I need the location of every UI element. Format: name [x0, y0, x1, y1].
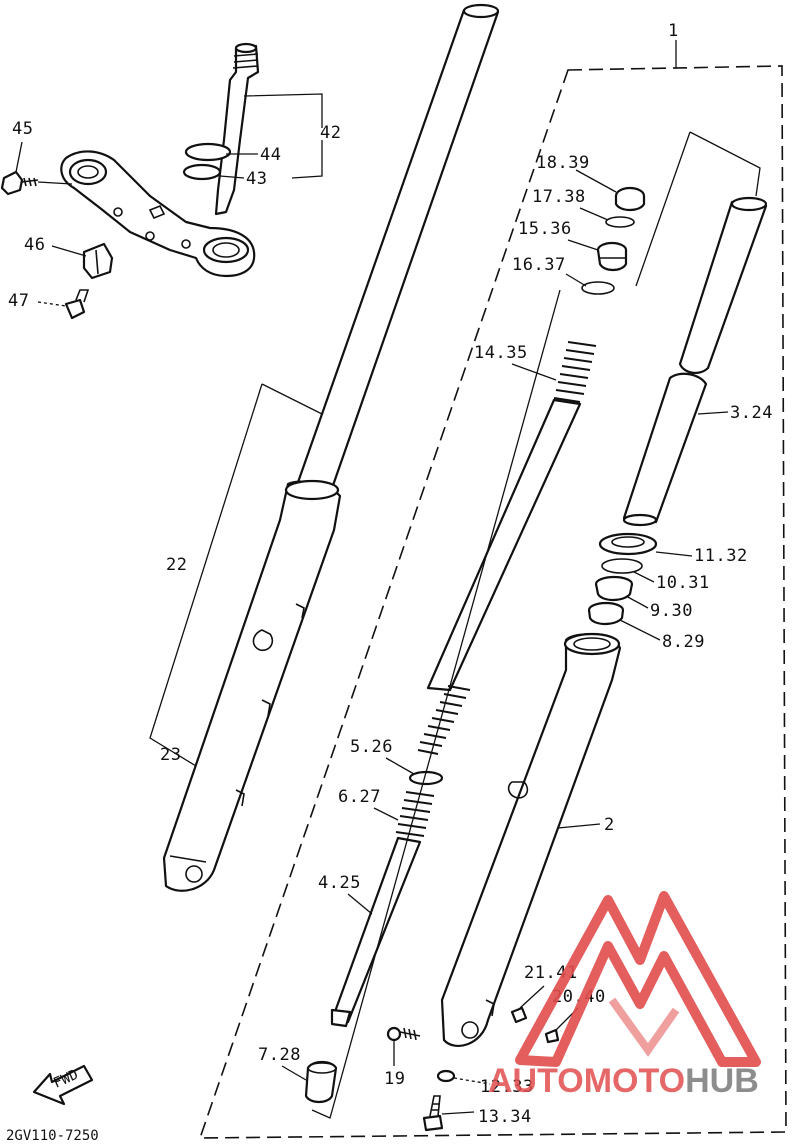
leader-14-35 — [511, 363, 557, 381]
label-19: 19 — [384, 1069, 405, 1089]
label-22: 22 — [166, 555, 187, 575]
leader-43 — [219, 175, 245, 179]
leader-16-37 — [565, 273, 587, 287]
bushing-8-29 — [587, 601, 625, 626]
label-46: 46 — [24, 235, 45, 255]
leader-6-27 — [373, 807, 399, 821]
bolt-45 — [0, 170, 39, 196]
diagram-code: 2GV110-7250 — [6, 1128, 99, 1144]
cap-18-39 — [614, 186, 646, 212]
leader-10-31 — [633, 571, 655, 583]
label-4-25: 4.25 — [318, 873, 361, 893]
label-3-24: 3.24 — [730, 403, 773, 423]
inner-tube-3-24 — [622, 196, 768, 527]
label-5-26: 5.26 — [350, 737, 393, 757]
leader-18-39 — [575, 169, 617, 193]
ring-17-38 — [605, 216, 635, 228]
label-45: 45 — [12, 119, 33, 139]
leader-3-24 — [697, 411, 729, 415]
label-9-30: 9.30 — [650, 601, 693, 621]
leader-42 — [243, 93, 323, 179]
label-6-27: 6.27 — [338, 787, 381, 807]
damper-rod-4-25 — [330, 836, 422, 1028]
label-42: 42 — [320, 123, 341, 143]
screw-19 — [386, 1026, 421, 1042]
label-16-37: 16.37 — [512, 255, 566, 275]
outer-tube-2 — [440, 632, 622, 1048]
cap-21-41 — [510, 1006, 528, 1024]
leader-12-33 — [453, 1077, 491, 1085]
label-43: 43 — [246, 169, 267, 189]
label-18-39: 18.39 — [536, 153, 590, 173]
taper-7-28 — [304, 1060, 338, 1104]
label-7-28: 7.28 — [258, 1045, 301, 1065]
watermark-mountain-icon — [515, 891, 761, 1067]
outer-tube-23 — [162, 479, 342, 892]
leader-22-23 — [149, 383, 323, 767]
leader-9-30 — [625, 595, 649, 609]
leader-4-25 — [347, 893, 373, 915]
inner-tube-22 — [294, 3, 500, 496]
label-1: 1 — [668, 21, 679, 41]
leader-8-29 — [619, 619, 661, 641]
leader-15-36 — [567, 239, 599, 251]
leader-13-34 — [441, 1111, 475, 1115]
label-2: 2 — [604, 815, 615, 835]
label-23: 23 — [160, 745, 181, 765]
label-14-35: 14.35 — [474, 343, 528, 363]
watermark-logo — [515, 891, 761, 1067]
leader-rod-assembly — [311, 289, 561, 1119]
leader-3-24-top — [635, 131, 761, 287]
washer-12-33 — [436, 1069, 456, 1083]
leader-45 — [15, 141, 23, 173]
screw-20-40 — [544, 1028, 560, 1044]
leader-46 — [51, 245, 87, 257]
leader-7-28 — [281, 1065, 307, 1081]
under-bracket — [60, 42, 260, 278]
leader-11-32 — [655, 551, 693, 557]
label-12-33: 12.33 — [480, 1077, 534, 1097]
leader-17-38 — [579, 207, 609, 221]
oring-16-37 — [581, 281, 615, 295]
label-11-32: 11.32 — [694, 546, 748, 566]
label-47: 47 — [8, 291, 29, 311]
seal-11-32 — [598, 532, 658, 556]
leader-2 — [557, 823, 601, 829]
washer-9-30 — [594, 575, 634, 602]
bolt-13-34 — [422, 1095, 444, 1132]
label-17-38: 17.38 — [532, 187, 586, 207]
bolt-47 — [64, 289, 90, 320]
label-13-34: 13.34 — [478, 1107, 532, 1127]
clip-10-31 — [601, 558, 643, 574]
label-8-29: 8.29 — [662, 632, 705, 652]
leader-21-41 — [519, 985, 545, 1009]
label-15-36: 15.36 — [518, 219, 572, 239]
leader-5-26 — [385, 757, 415, 775]
spring-14-35 — [417, 341, 597, 755]
leader-45b — [37, 181, 73, 185]
watermark-wordmark: AUTOMOTOHUB — [488, 1062, 759, 1100]
label-44: 44 — [260, 145, 281, 165]
clamp-46 — [82, 242, 114, 280]
label-10-31: 10.31 — [656, 573, 710, 593]
spacer-15-36 — [596, 241, 628, 272]
fwd-arrow-icon: FWD — [32, 1064, 94, 1106]
leader-47 — [37, 301, 67, 307]
